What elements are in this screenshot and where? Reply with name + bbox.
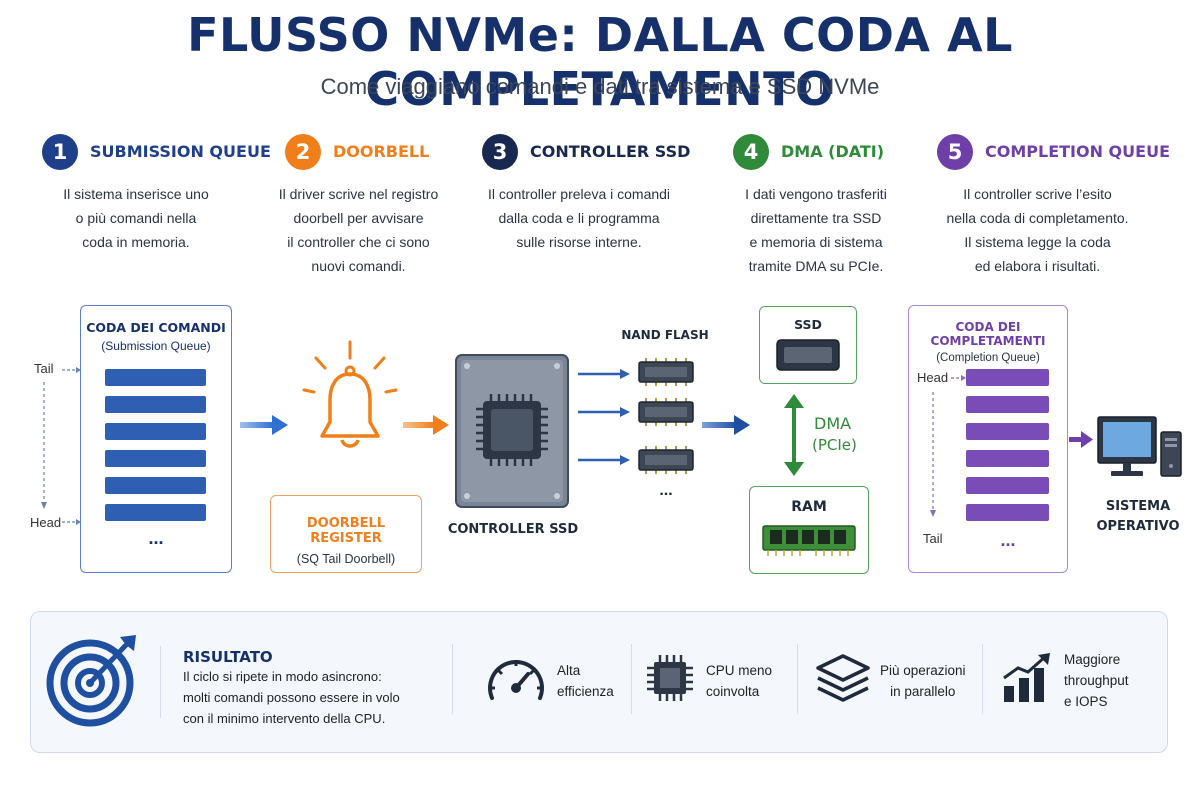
step-3-title: CONTROLLER SSD — [530, 142, 691, 161]
step-3-description: Il controller preleva i comandi dalla co… — [487, 186, 671, 250]
step-2-title: DOORBELL — [333, 142, 430, 161]
dma-label: DMA — [814, 414, 852, 433]
ram-box: RAM — [749, 486, 869, 574]
submission-queue-panel: CODA DEI COMANDI (Submission Queue) ... — [80, 305, 232, 573]
step-1-number: 1 — [42, 134, 78, 170]
gauge-icon — [488, 660, 544, 700]
submission-queue-title: CODA DEI COMANDI — [86, 320, 226, 335]
arrow-nand-to-dma — [702, 415, 750, 435]
layers-icon — [816, 654, 870, 702]
arrow-completion-to-os — [1069, 431, 1093, 448]
doorbell-register-title: DOORBELL REGISTER — [306, 516, 386, 546]
nand-ellipsis: ... — [659, 482, 673, 499]
ssd-drive-icon — [776, 339, 840, 371]
step-4-header: 4 DMA (DATI) — [733, 134, 884, 170]
growth-chart-icon — [1003, 653, 1050, 702]
computer-icon — [1097, 416, 1182, 477]
completion-queue-ellipsis: ... — [1000, 530, 1016, 550]
divider — [160, 646, 161, 718]
completion-entry — [966, 396, 1049, 413]
step-1-header: 1 SUBMISSION QUEUE — [42, 134, 271, 170]
step-2-number: 2 — [285, 134, 321, 170]
divider — [452, 644, 453, 714]
step-5-description: Il controller scrive l’esito nella coda … — [946, 186, 1129, 274]
step-5-header: 5 COMPLETION QUEUE — [937, 134, 1170, 170]
queue-entry — [105, 450, 206, 467]
completion-entry — [966, 369, 1049, 386]
divider — [797, 644, 798, 714]
submission-queue-subtitle: (Submission Queue) — [101, 339, 211, 353]
step-4-description: I dati vengono trasferiti direttamente t… — [745, 186, 887, 274]
result-title: RISULTATO — [183, 648, 273, 666]
result-panel — [30, 611, 1168, 753]
sq-head-label: Head — [30, 515, 62, 530]
ram-module-icon — [762, 525, 856, 556]
result-text: Il ciclo si ripete in modo asincrono: mo… — [183, 669, 400, 726]
bell-icon — [302, 340, 398, 448]
nand-chip-icon — [638, 358, 694, 386]
arrow-queue-to-doorbell — [240, 415, 288, 435]
step-5-number: 5 — [937, 134, 973, 170]
cq-head-label: Head — [917, 370, 949, 385]
doorbell-register-box: DOORBELL REGISTER (SQ Tail Doorbell) — [270, 495, 422, 573]
completion-entry — [966, 477, 1049, 494]
step-4-number: 4 — [733, 134, 769, 170]
step-5-title: COMPLETION QUEUE — [985, 142, 1170, 161]
ssd-label: SSD — [794, 317, 822, 332]
arrow-doorbell-to-controller — [403, 415, 449, 435]
cq-pointer-arrows — [930, 375, 966, 517]
arrows-controller-to-nand — [578, 369, 630, 465]
divider — [982, 644, 983, 714]
step-3-header: 3 CONTROLLER SSD — [482, 134, 690, 170]
queue-entry — [105, 423, 206, 440]
queue-entry — [105, 396, 206, 413]
nand-chip-icon — [638, 398, 694, 426]
completion-queue-title: CODA DEI COMPLETAMENTI — [930, 320, 1046, 348]
controller-ssd-label: CONTROLLER SSD — [447, 522, 579, 537]
doorbell-register-subtitle: (SQ Tail Doorbell) — [296, 552, 396, 566]
completion-entry — [966, 450, 1049, 467]
step-1-title: SUBMISSION QUEUE — [90, 142, 271, 161]
step-2-header: 2 DOORBELL — [285, 134, 429, 170]
page-subtitle: Come viaggiano comandi e dati tra sistem… — [320, 74, 880, 99]
ram-label: RAM — [791, 499, 827, 515]
feature-throughput: Maggiore throughput e IOPS — [1064, 652, 1129, 709]
nand-flash-label: NAND FLASH — [621, 328, 709, 342]
step-1-description: Il sistema inserisce uno o più comandi n… — [63, 186, 209, 250]
cq-tail-label: Tail — [923, 531, 943, 546]
completion-entry — [966, 423, 1049, 440]
step-3-number: 3 — [482, 134, 518, 170]
feature-efficiency: Alta efficienza — [557, 663, 614, 699]
completion-entry — [966, 504, 1049, 521]
submission-queue-ellipsis: ... — [148, 528, 164, 548]
cpu-chip-icon — [647, 655, 693, 701]
feature-parallel: Più operazioni in parallelo — [880, 663, 966, 699]
queue-entry — [105, 369, 206, 386]
controller-ssd-board — [455, 354, 569, 508]
sq-tail-label: Tail — [34, 361, 54, 376]
divider — [631, 644, 632, 714]
step-2-description: Il driver scrive nel registro doorbell p… — [278, 186, 439, 274]
sq-pointer-arrows — [41, 367, 81, 525]
nand-chip-icon — [638, 446, 694, 474]
queue-entry — [105, 477, 206, 494]
target-icon — [46, 635, 136, 727]
completion-queue-subtitle: (Completion Queue) — [936, 352, 1040, 364]
dma-double-arrow — [784, 394, 804, 476]
feature-cpu: CPU meno coinvolta — [706, 663, 773, 699]
queue-entry — [105, 504, 206, 521]
completion-queue-panel: CODA DEI COMPLETAMENTI (Completion Queue… — [908, 305, 1068, 573]
os-label: SISTEMA OPERATIVO — [1096, 499, 1180, 534]
dma-sub-label: (PCIe) — [812, 436, 857, 454]
step-4-title: DMA (DATI) — [781, 142, 885, 161]
page-title: FLUSSO NVMe: DALLA CODA AL COMPLETAMENTO — [187, 8, 1013, 116]
ssd-box: SSD — [759, 306, 857, 384]
